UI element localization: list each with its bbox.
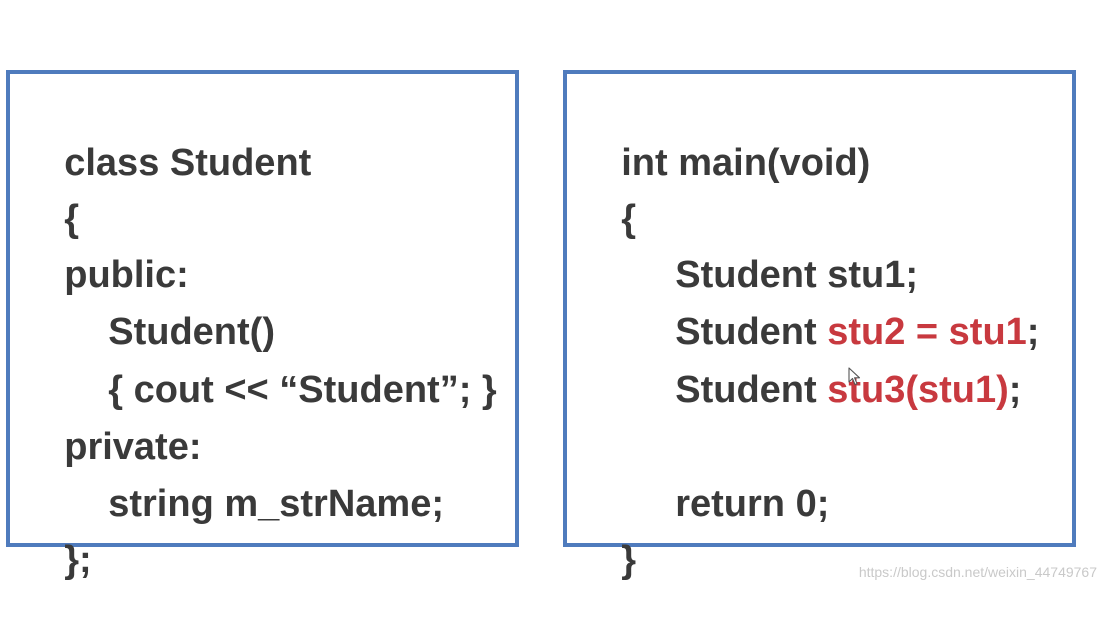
code-text: class Student <box>64 142 312 184</box>
code-line: Student stu2 = stu1; <box>579 257 1039 353</box>
code-line: public: <box>22 200 189 296</box>
code-text: }; <box>64 539 92 581</box>
class-code-panel: class Student { public: Student() { cout… <box>6 70 519 581</box>
code-text: private: <box>64 426 202 468</box>
code-line: Student stu3(stu1); <box>579 315 1021 411</box>
code-line: } <box>579 485 636 581</box>
code-text: Student <box>675 369 828 411</box>
code-line: private: <box>22 372 201 468</box>
code-line: }; <box>22 485 91 581</box>
code-text: Student <box>675 311 828 353</box>
code-line: { cout << “Student”; } <box>22 315 496 411</box>
code-line: { <box>579 144 636 240</box>
code-text: { cout << “Student”; } <box>108 369 497 411</box>
code-line: int main(void) <box>579 88 870 184</box>
code-line: return 0; <box>579 429 829 525</box>
code-text: { <box>64 198 80 240</box>
code-text: } <box>621 539 637 581</box>
code-text: ; <box>1026 311 1040 353</box>
mouse-cursor-icon <box>848 367 861 386</box>
code-line: string m_strName; <box>22 429 444 525</box>
code-line: Student() <box>22 257 275 353</box>
code-text: string m_strName; <box>108 483 444 525</box>
code-text: ; <box>1008 369 1022 411</box>
code-text: Student() <box>108 311 275 353</box>
code-text: Student stu1; <box>675 254 919 296</box>
main-code-panel: int main(void) { Student stu1; Student s… <box>563 70 1076 581</box>
code-text: int main(void) <box>621 142 871 184</box>
code-text: return 0; <box>675 483 830 525</box>
code-line: Student stu1; <box>579 200 918 296</box>
code-line: { <box>22 144 79 240</box>
code-line <box>579 372 675 422</box>
code-text: { <box>621 198 637 240</box>
code-line: class Student <box>22 88 311 184</box>
highlighted-code-text: stu2 = stu1 <box>827 311 1027 353</box>
code-text: public: <box>64 254 189 296</box>
watermark-text: https://blog.csdn.net/weixin_44749767 <box>858 564 1097 580</box>
